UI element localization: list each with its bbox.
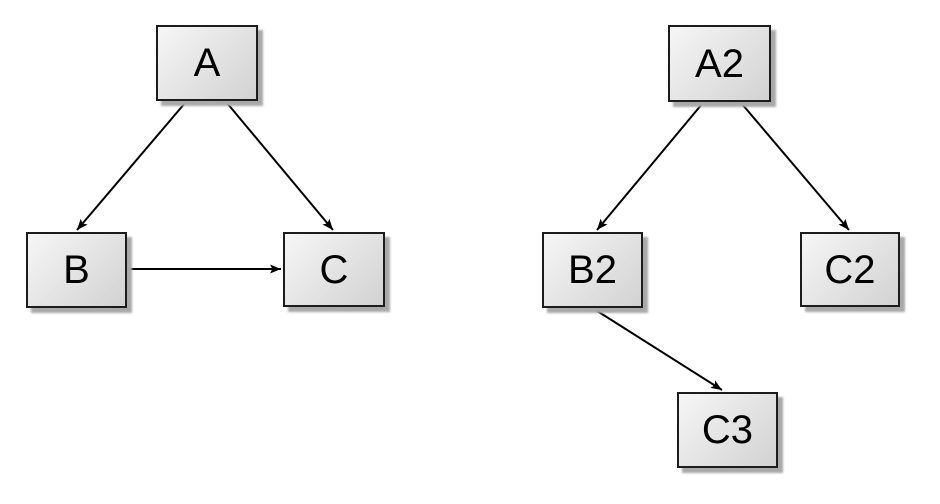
node-label: B bbox=[63, 248, 90, 292]
node-B2[interactable]: B2 bbox=[542, 232, 643, 308]
node-label: C bbox=[319, 247, 349, 292]
node-C3[interactable]: C3 bbox=[677, 392, 778, 468]
node-label: C2 bbox=[824, 247, 876, 292]
node-A2[interactable]: A2 bbox=[668, 25, 771, 102]
node-C2[interactable]: C2 bbox=[800, 232, 900, 307]
node-C[interactable]: C bbox=[283, 232, 385, 307]
node-B[interactable]: B bbox=[26, 232, 127, 308]
node-label: A2 bbox=[695, 41, 744, 86]
node-label: A bbox=[193, 41, 221, 85]
node-label: C3 bbox=[701, 408, 754, 452]
node-label: B2 bbox=[568, 248, 617, 292]
node-A[interactable]: A bbox=[156, 25, 258, 101]
